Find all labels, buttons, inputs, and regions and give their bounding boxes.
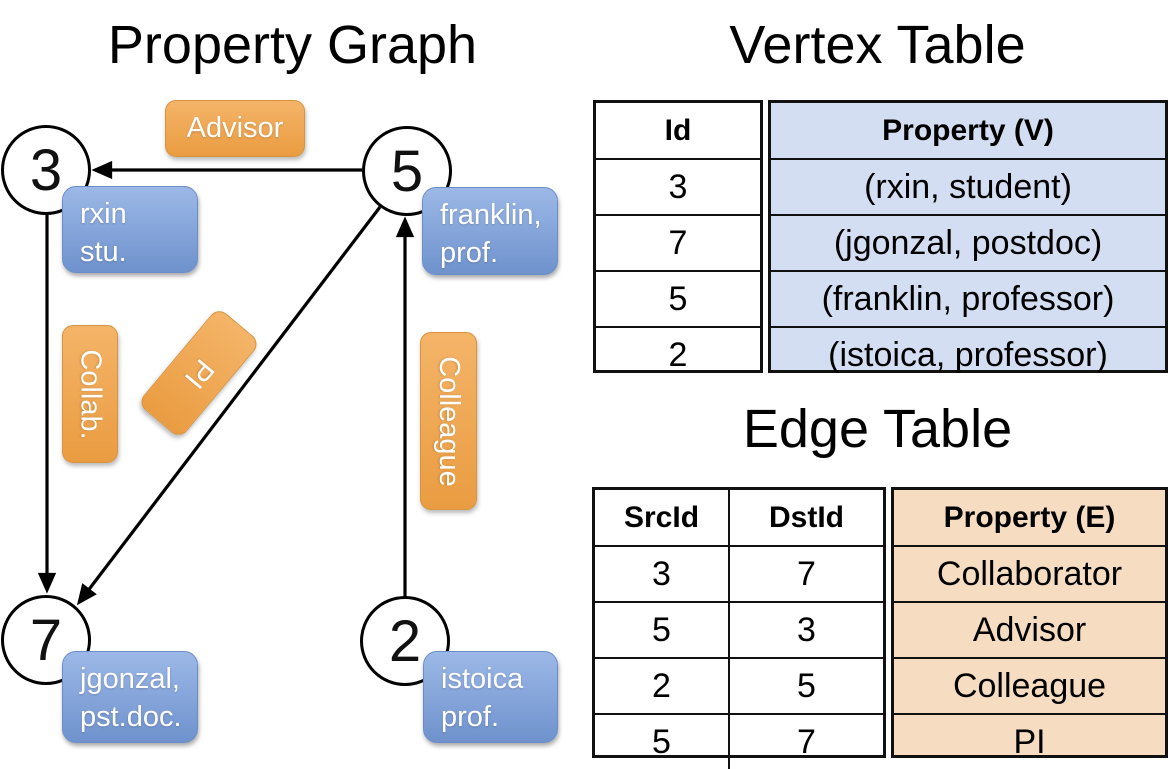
edge-label-text: Advisor — [186, 112, 284, 144]
vertex-node-5: 5 — [362, 126, 452, 216]
edge-label-advisor: Advisor — [165, 100, 305, 157]
vertex-node-2: 2 — [360, 596, 450, 686]
table-row: Collaborator — [894, 545, 1165, 601]
property-graph-title: Property Graph — [107, 15, 478, 75]
vertex-property-box-7: jgonzal, pst.doc. — [62, 651, 198, 743]
edge-table-header-srcid: SrcId — [623, 500, 700, 534]
edge-table-title: Edge Table — [742, 399, 1013, 459]
table-row: 2 5 — [595, 657, 883, 713]
table-row: PI — [894, 713, 1165, 769]
edge-label-colleague: Colleague — [420, 332, 477, 510]
edge-dst-cell: 5 — [728, 659, 883, 713]
edge-label-text: Collab. — [74, 348, 107, 440]
vertex-property-cell: (rxin, student) — [864, 167, 1072, 206]
edge-src-cell: 2 — [652, 666, 671, 705]
vertex-table-header-property: Property (V) — [882, 113, 1054, 147]
vertex-table-header-id: Id — [664, 113, 692, 147]
table-row: Colleague — [894, 657, 1165, 713]
edge-src-cell: 5 — [652, 610, 671, 649]
table-row: (franklin, professor) — [771, 270, 1165, 326]
vertex-property-cell: (istoica, professor) — [828, 335, 1108, 374]
vertex-property-line: pst.doc. — [80, 701, 182, 734]
edge-property-cell: Collaborator — [936, 554, 1123, 593]
edge-dst-cell: 7 — [728, 715, 883, 769]
table-row: 2 — [596, 326, 760, 382]
graph-edges-canvas — [37, 160, 415, 606]
vertex-property-line: franklin, — [440, 199, 542, 231]
vertex-property-cell: (franklin, professor) — [821, 279, 1115, 318]
edge-table-header-property: Property (E) — [943, 500, 1116, 534]
table-row: 5 7 — [595, 713, 883, 769]
edge-label-collab: Collab. — [62, 325, 118, 463]
table-row: 7 — [596, 214, 760, 270]
vertex-id-cell: 7 — [668, 223, 688, 262]
table-row: (rxin, student) — [771, 158, 1165, 214]
table-row: 5 — [596, 270, 760, 326]
edge-property-cell: Colleague — [952, 666, 1107, 705]
edge-dst-cell: 3 — [728, 603, 883, 657]
vertex-property-line: jgonzal, — [80, 663, 180, 695]
edge-dst-cell: 7 — [728, 547, 883, 601]
edge-property-cell: Advisor — [972, 610, 1087, 649]
vertex-property-cell: (jgonzal, postdoc) — [833, 223, 1103, 262]
vertex-table: Id 3 7 5 2 Property (V) (rxin, student) … — [593, 100, 1168, 374]
edge-table-id-columns: SrcId DstId 3 7 5 3 2 5 5 7 — [592, 487, 886, 769]
edge-property-cell: PI — [1013, 722, 1046, 761]
edge-table-property-column: Property (E) Collaborator Advisor Collea… — [891, 487, 1168, 761]
vertex-table-title: Vertex Table — [729, 15, 1026, 75]
vertex-id-cell: 3 — [668, 167, 688, 206]
table-row: 3 — [596, 158, 760, 214]
vertex-table-property-column: Property (V) (rxin, student) (jgonzal, p… — [768, 100, 1168, 374]
edge-label-text: PI — [178, 352, 221, 395]
vertex-property-box-5: franklin, prof. — [422, 187, 558, 275]
vertex-property-box-3: rxin stu. — [62, 186, 198, 273]
table-row: 3 7 — [595, 545, 883, 601]
table-row: (istoica, professor) — [771, 326, 1165, 382]
vertex-property-line: rxin — [80, 198, 127, 230]
vertex-id-cell: 2 — [668, 335, 688, 374]
edge-table: SrcId DstId 3 7 5 3 2 5 5 7 Property (E)… — [592, 487, 1168, 769]
table-row: Advisor — [894, 601, 1165, 657]
edge-table-header-dstid: DstId — [728, 490, 883, 545]
table-row: 5 3 — [595, 601, 883, 657]
vertex-property-line: prof. — [440, 237, 499, 270]
vertex-table-id-column: Id 3 7 5 2 — [593, 100, 763, 374]
edge-src-cell: 3 — [652, 554, 671, 593]
edge-src-cell: 5 — [652, 722, 671, 761]
vertex-id-cell: 5 — [668, 279, 688, 318]
edge-label-text: Colleague — [433, 355, 466, 487]
vertex-property-line: prof. — [441, 701, 500, 734]
table-row: (jgonzal, postdoc) — [771, 214, 1165, 270]
vertex-property-line: stu. — [80, 236, 127, 269]
edge-arrow-pi-5-7 — [76, 206, 382, 606]
vertex-property-box-2: istoica prof. — [423, 651, 558, 743]
vertex-property-line: istoica — [441, 663, 524, 695]
